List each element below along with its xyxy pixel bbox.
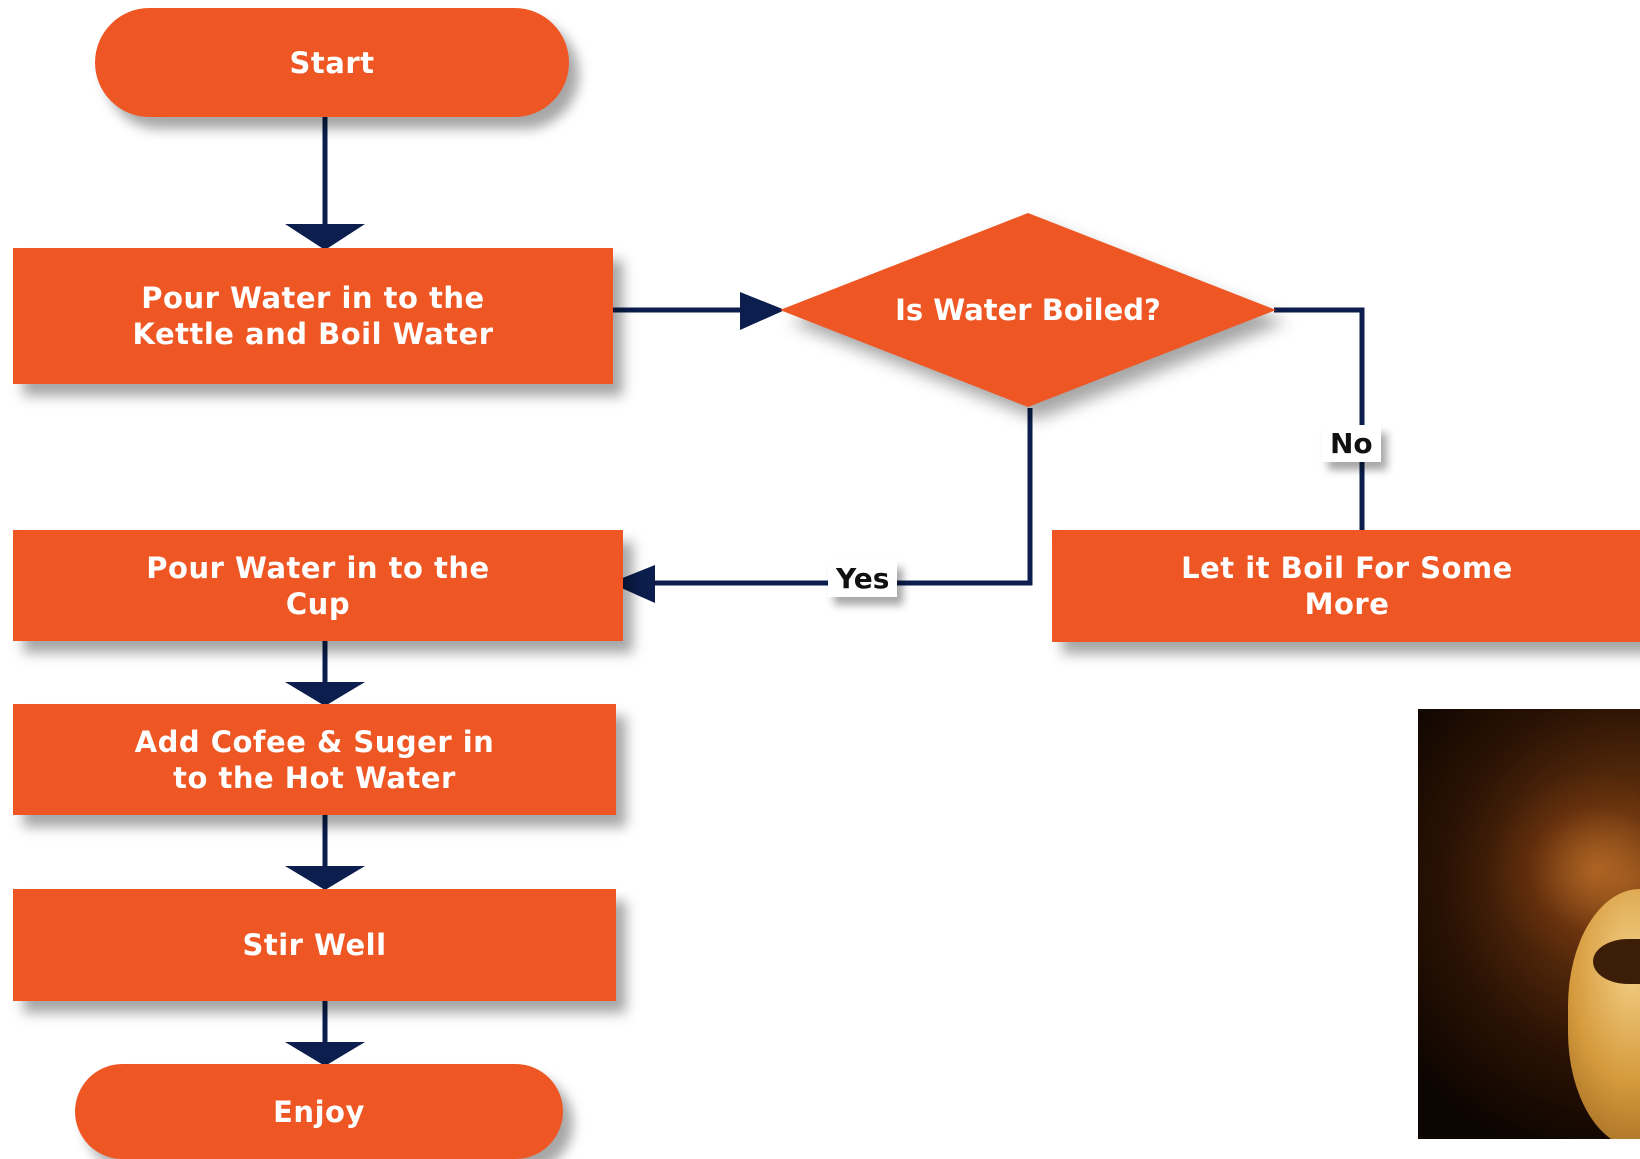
arrowhead-to-decision [740, 292, 785, 330]
yes-label-text: Yes [836, 562, 890, 595]
stir-label: Stir Well [242, 928, 387, 962]
stir-node: Stir Well [13, 889, 616, 1001]
start-node: Start [95, 8, 569, 117]
pour-cup-node: Pour Water in to the Cup [13, 530, 623, 641]
add-coffee-label: Add Cofee & Suger in to the Hot Water [134, 724, 495, 795]
coffee-cup-photo [1418, 709, 1640, 1139]
connector-decision-no-to-boil-more [1274, 307, 1365, 530]
decision-label: Is Water Boiled? [895, 293, 1161, 327]
start-label: Start [289, 45, 375, 80]
enjoy-label: Enjoy [273, 1094, 365, 1129]
arrowhead-to-pour-kettle [285, 224, 365, 250]
enjoy-node: Enjoy [75, 1064, 563, 1159]
pour-kettle-node: Pour Water in to the Kettle and Boil Wat… [13, 248, 613, 384]
arrowhead-to-enjoy [285, 1042, 365, 1066]
decision-label-wrap: Is Water Boiled? [810, 286, 1246, 334]
arrowhead-to-add-coffee [285, 682, 365, 706]
add-coffee-node: Add Cofee & Suger in to the Hot Water [13, 704, 616, 815]
no-label-text: No [1330, 427, 1373, 460]
arrowhead-to-pour-cup [610, 565, 655, 603]
decision-diamond [780, 213, 1276, 407]
connector-decision-yes-to-pour-cup [650, 408, 1033, 586]
yes-edge-label: Yes [828, 560, 898, 597]
boil-more-label: Let it Boil For Some More [1181, 551, 1513, 621]
boil-more-node: Let it Boil For Some More [1052, 530, 1640, 642]
arrowhead-to-stir [285, 866, 365, 890]
pour-cup-label: Pour Water in to the Cup [146, 550, 490, 621]
no-edge-label: No [1322, 425, 1381, 462]
pour-kettle-label: Pour Water in to the Kettle and Boil Wat… [132, 281, 494, 351]
